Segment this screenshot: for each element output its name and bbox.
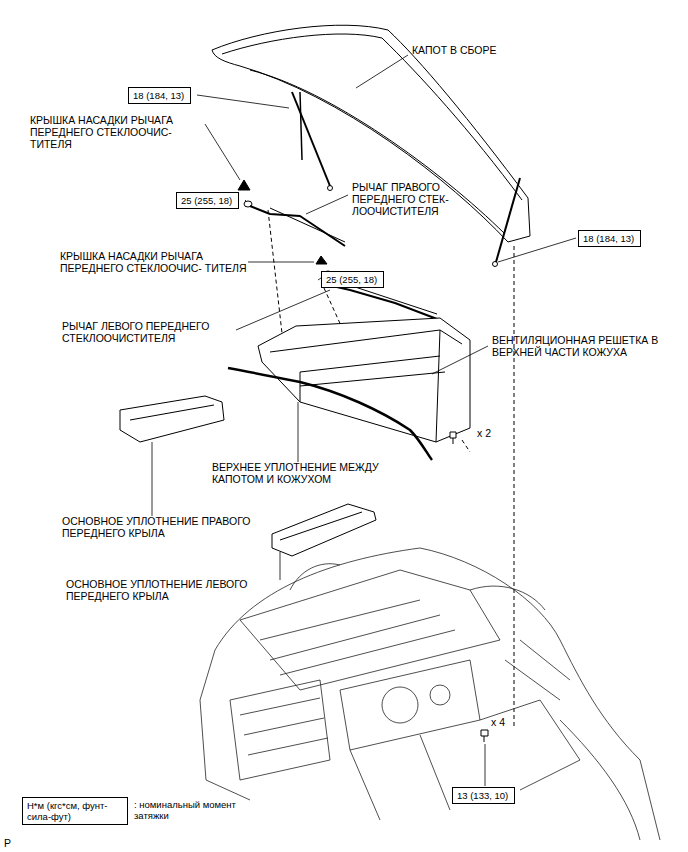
part-label: ВЕНТИЛЯЦИОННАЯ РЕШЕТКА В ВЕРХНЕЙ ЧАСТИ К… (492, 334, 677, 358)
part-label: КРЫШКА НАСАДКИ РЫЧАГА ПЕРЕДНЕГО СТЕКЛООЧ… (30, 114, 208, 150)
torque-box: 25 (255, 18) (321, 271, 384, 288)
torque-value: Н*м (кгс*см, фунт-сила-фут) (27, 800, 123, 822)
part-label: РЫЧАГ ЛЕВОГО ПЕРЕДНЕГО СТЕКЛООЧИСТИТЕЛЯ (62, 320, 237, 344)
legend-sample-box: Н*м (кгс*см, фунт-сила-фут) (22, 797, 128, 825)
torque-box: 25 (255, 18) (176, 192, 239, 209)
torque-box: 13 (133, 10) (452, 787, 515, 804)
torque-value: 13 (133, 10) (457, 790, 510, 801)
part-label: ОСНОВНОЕ УПЛОТНЕНИЕ ЛЕВОГО ПЕРЕДНЕГО КРЫ… (66, 578, 266, 602)
torque-box: 18 (184, 13) (128, 87, 191, 104)
torque-value: 18 (184, 13) (133, 90, 186, 101)
part-label: x 4 (491, 716, 521, 728)
torque-value: 25 (255, 18) (181, 195, 234, 206)
part-label: ОСНОВНОЕ УПЛОТНЕНИЕ ПРАВОГО ПЕРЕДНЕГО КР… (62, 515, 262, 539)
part-label: P (4, 837, 24, 849)
part-label: КАПОТ В СБОРЕ (412, 44, 552, 56)
part-label: ВЕРХНЕЕ УПЛОТНЕНИЕ МЕЖДУ КАПОТОМ И КОЖУХ… (212, 461, 412, 485)
torque-value: 18 (184, 13) (583, 233, 636, 244)
part-label: РЫЧАГ ПРАВОГО ПЕРЕДНЕГО СТЕК- ЛООЧИСТИТЕ… (352, 181, 482, 217)
part-label: КРЫШКА НАСАДКИ РЫЧАГА ПЕРЕДНЕГО СТЕКЛООЧ… (60, 250, 250, 274)
part-label: x 2 (477, 427, 507, 439)
legend-text: : номинальный момент затяжки (134, 799, 244, 821)
torque-box: 18 (184, 13) (578, 230, 641, 247)
torque-value: 25 (255, 18) (326, 274, 379, 285)
